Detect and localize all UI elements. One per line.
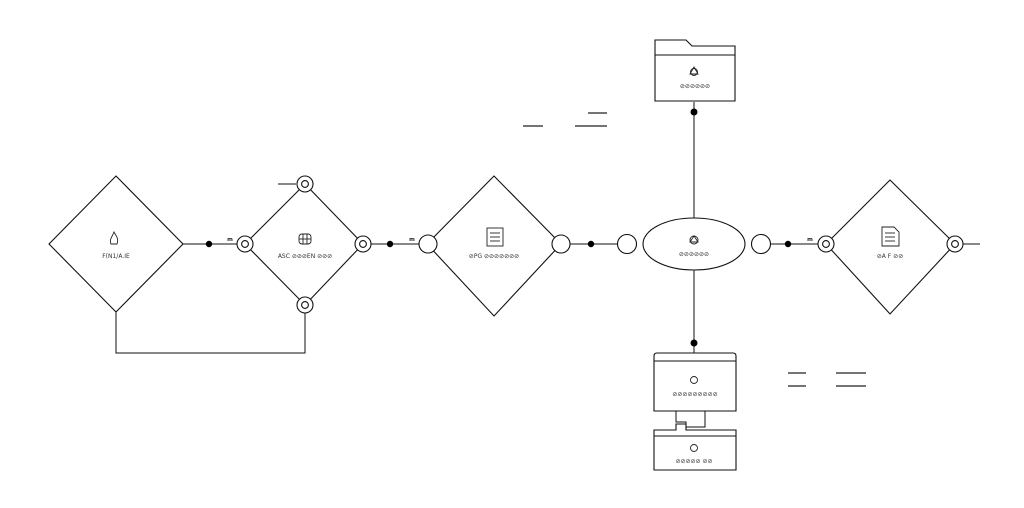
junction-dot — [205, 240, 213, 248]
connectors — [115, 102, 980, 355]
port-label-hub-in: m — [227, 237, 233, 243]
junction-dot — [690, 108, 698, 116]
port-hub-top[interactable] — [296, 175, 314, 193]
junction-dot — [587, 240, 595, 248]
port-process-left[interactable] — [418, 234, 438, 254]
folder-node-label: ⊘⊘⊘⊘⊘⊘ — [680, 83, 710, 90]
port-end-right[interactable] — [946, 235, 964, 253]
end-node[interactable]: ⊘A F ⊘⊘ — [825, 179, 956, 315]
folder-node[interactable]: ⊘⊘⊘⊘⊘⊘ — [654, 39, 736, 102]
process-node[interactable]: ⊘PG ⊘⊘⊘⊘⊘⊘⊘ — [426, 175, 562, 317]
junction-dot — [784, 240, 792, 248]
start-node-label: F(N1/A.IE — [102, 253, 130, 260]
port-process-right[interactable] — [551, 234, 571, 254]
junction-dot — [386, 240, 394, 248]
decorative-dashes — [523, 112, 866, 387]
end-ports — [817, 235, 964, 253]
chip-icon — [298, 233, 312, 245]
center-node[interactable]: ⊘⊘⊘⊘⊘⊘ — [642, 217, 746, 271]
recycle-icon — [689, 235, 699, 245]
flame-icon — [109, 230, 119, 245]
recycle-icon — [690, 376, 698, 384]
page-icon — [881, 226, 900, 247]
hub-node-label: ASC ⊘⊘⊘EN ⊘⊘⊘ — [278, 253, 332, 260]
process-node-label: ⊘PG ⊘⊘⊘⊘⊘⊘⊘ — [469, 253, 519, 260]
port-label-process-in: m — [409, 237, 415, 243]
center-node-label: ⊘⊘⊘⊘⊘⊘ — [679, 251, 709, 258]
port-center-right[interactable] — [750, 233, 772, 255]
recycle-icon — [690, 444, 698, 452]
hub-ports — [236, 175, 372, 314]
port-end-left[interactable] — [817, 235, 835, 253]
hub-node[interactable]: ASC ⊘⊘⊘EN ⊘⊘⊘ — [244, 183, 364, 306]
cabinet-bottom-drawer[interactable]: ⊘⊘⊘⊘⊘ ⊘⊘ — [653, 423, 737, 471]
port-hub-bottom[interactable] — [296, 296, 314, 314]
port-center-left[interactable] — [616, 233, 638, 255]
process-ports — [418, 234, 571, 254]
cabinet-node[interactable]: ⊘⊘⊘⊘⊘⊘⊘⊘⊘ ⊘⊘⊘⊘⊘ ⊘⊘ — [653, 352, 737, 471]
cabinet-top-label: ⊘⊘⊘⊘⊘⊘⊘⊘⊘ — [672, 391, 717, 398]
port-label-end-in: m — [807, 237, 813, 243]
recycle-icon — [689, 66, 699, 76]
cabinet-bottom-label: ⊘⊘⊘⊘⊘ ⊘⊘ — [675, 458, 712, 465]
document-icon — [486, 227, 504, 247]
port-hub-right[interactable] — [354, 235, 372, 253]
end-node-label: ⊘A F ⊘⊘ — [877, 253, 903, 260]
port-hub-left[interactable] — [236, 235, 254, 253]
junction-dots — [205, 108, 792, 347]
center-ports — [616, 233, 772, 255]
start-node[interactable]: F(N1/A.IE — [48, 175, 184, 313]
junction-dot — [690, 339, 698, 347]
cabinet-top-drawer[interactable]: ⊘⊘⊘⊘⊘⊘⊘⊘⊘ — [653, 352, 737, 412]
